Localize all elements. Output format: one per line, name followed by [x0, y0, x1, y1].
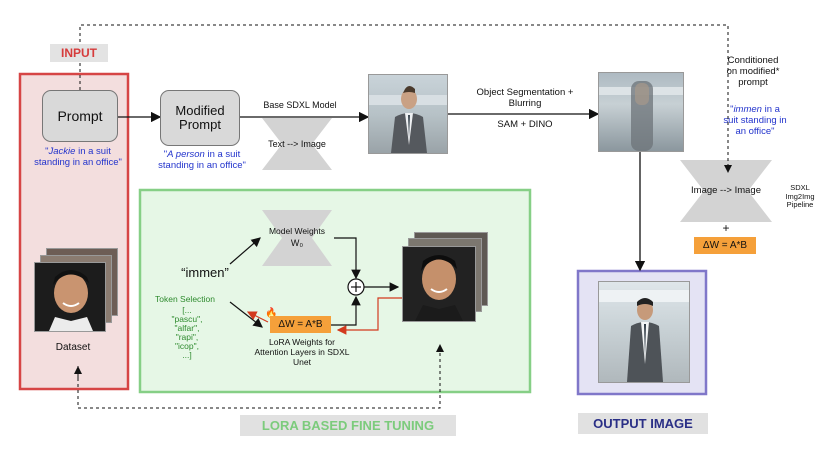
- output-photo: [598, 281, 690, 383]
- red-feedback-arrow: [336, 297, 402, 335]
- conditioned-caption-rest: in a suit standing in an office": [723, 104, 787, 137]
- delta-w-box: ΔW = A*B: [694, 237, 756, 254]
- dashed-dataset-path: [77, 344, 444, 409]
- model-weights-bowtie: [262, 210, 332, 266]
- generated-photo: [368, 74, 448, 154]
- lora-photo-front: [402, 246, 476, 322]
- person-icon: [369, 86, 447, 153]
- modified-caption-name: A person: [167, 149, 205, 160]
- red-feedback-arrow-2: [246, 311, 269, 323]
- modified-prompt-box: Modified Prompt: [160, 90, 240, 146]
- segmentation-label: Object Segmentation + Blurring: [476, 87, 574, 109]
- token-list: [... "pascu", "alfar", "rapi", "icop", .…: [171, 305, 203, 360]
- flame-icon: 🔥: [265, 308, 278, 319]
- model-weights-sub: W₀: [290, 238, 304, 248]
- lora-section-label: LORA BASED FINE TUNING: [240, 415, 456, 436]
- prompt-label: Prompt: [57, 108, 103, 124]
- blurred-person-icon: [599, 81, 683, 151]
- token-selection-label: Token Selection: [154, 294, 215, 304]
- lora-weights-label: LoRA Weights for Attention Layers in SDX…: [254, 337, 350, 367]
- text-to-image-label: Text --> Image: [268, 139, 326, 149]
- modified-caption: "A person in a suit standing in an offic…: [158, 149, 246, 171]
- prompt-caption-rest: in a suit standing in an office": [34, 146, 122, 168]
- plus-label: +: [722, 221, 730, 235]
- arrow-token-to-delta: [229, 301, 263, 328]
- base-model-label: Base SDXL Model: [263, 100, 337, 110]
- person-icon: [599, 290, 689, 382]
- text-to-image-bowtie: [262, 118, 332, 170]
- output-label: OUTPUT IMAGE: [578, 413, 708, 434]
- modified-prompt-label: Modified Prompt: [175, 102, 225, 132]
- image-to-image-bowtie: [680, 160, 772, 222]
- conditioned-caption-name: immen: [733, 104, 762, 115]
- face-icon: [49, 270, 93, 331]
- prompt-caption-name: Jackie: [48, 146, 76, 157]
- sam-dino-label: SAM + DINO: [497, 119, 553, 130]
- conditioned-label: Conditioned on modified* prompt: [726, 55, 780, 88]
- dataset-photo-front: [34, 262, 106, 332]
- lora-delta-box: ΔW = A*B: [270, 316, 331, 333]
- arrow-delta-to-sum: [331, 295, 361, 326]
- modified-caption-rest: in a suit standing in an office": [158, 149, 246, 171]
- image-to-image-label: Image --> Image: [691, 185, 761, 196]
- face-icon: [415, 255, 463, 321]
- token-label: “immen”: [181, 265, 229, 280]
- arrow-weights-to-sum: [334, 237, 361, 280]
- prompt-caption: "Jackie in a suit standing in an office": [34, 146, 122, 168]
- prompt-box: Prompt: [42, 90, 118, 142]
- blurred-photo: [598, 72, 684, 152]
- model-weights-label: Model Weights: [268, 226, 326, 236]
- input-label: INPUT: [50, 44, 108, 62]
- arrow-token-to-weights: [229, 237, 261, 265]
- conditioned-caption: "immen in a suit standing in an office": [723, 104, 787, 137]
- pipeline-label: SDXL Img2Img Pipeline: [785, 183, 815, 210]
- dataset-label: Dataset: [55, 342, 91, 353]
